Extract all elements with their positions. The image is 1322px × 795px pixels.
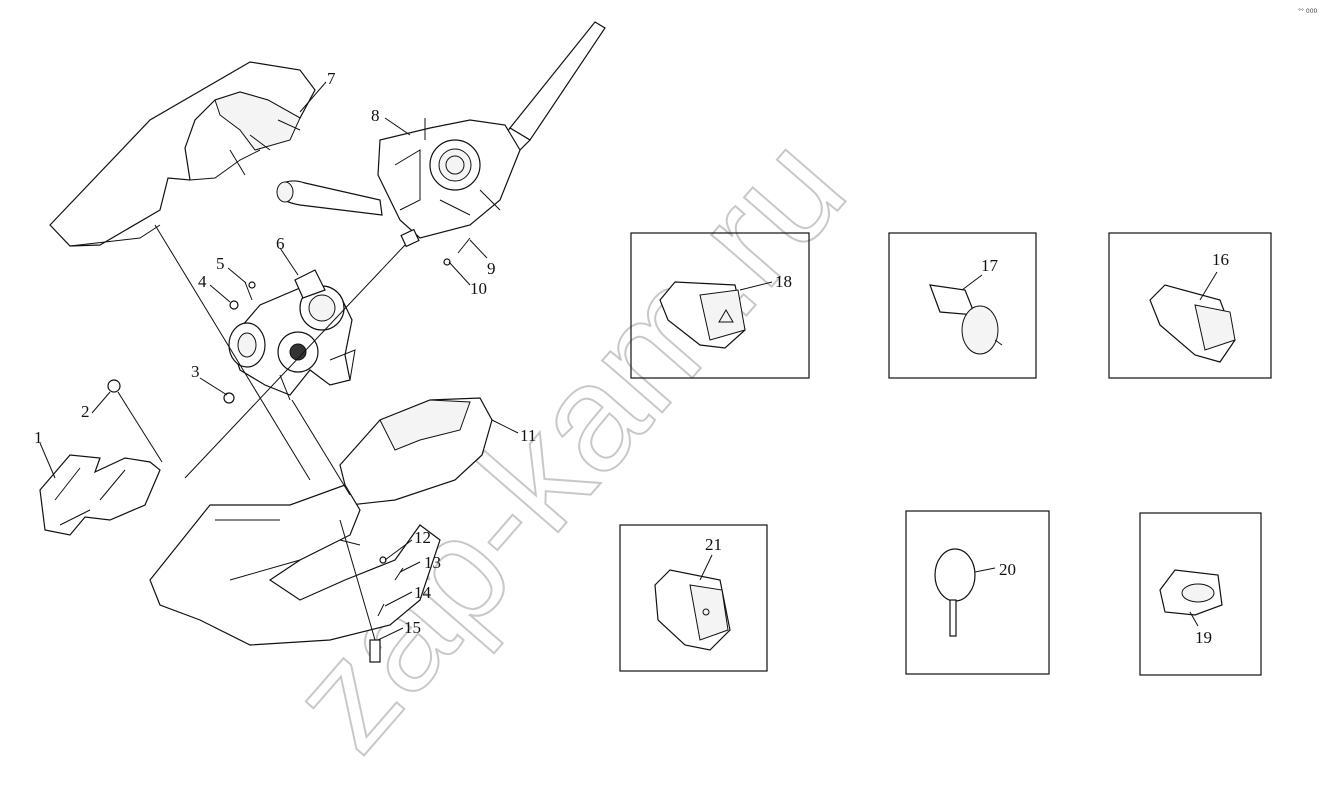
- inset-17-sensor: [888, 232, 1037, 379]
- part-9-screw: [457, 237, 471, 254]
- callout-2: 2: [81, 402, 90, 421]
- part-14-screw: [377, 603, 385, 617]
- inset-20-cable-tie: [905, 510, 1050, 675]
- part-12-clip: [379, 556, 387, 564]
- callout-10: 10: [470, 279, 487, 298]
- part-3-nut: [223, 392, 235, 404]
- part-11-lower-shroud: [149, 397, 493, 646]
- callout-17: 17: [981, 256, 999, 275]
- callout-18: 18: [775, 272, 792, 291]
- part-15-bolt: [369, 639, 381, 663]
- corner-mark: °° 000: [1298, 8, 1318, 15]
- leader-lines: [39, 81, 519, 641]
- callout-3: 3: [191, 362, 200, 381]
- part-8-combination-switch: [377, 21, 606, 248]
- callout-1: 1: [34, 428, 43, 447]
- part-13-screw: [394, 567, 404, 581]
- inset-18-hazard-switch: [630, 232, 810, 379]
- wiper-stalk: [276, 180, 383, 216]
- callouts: 1 2 3 4 5 6 7 8 9 10 11 12 13 14 15 16 1…: [34, 69, 1229, 647]
- callout-20: 20: [999, 560, 1016, 579]
- inset-16-switch: [1108, 232, 1272, 379]
- callout-13: 13: [424, 553, 441, 572]
- part-7-upper-shroud: [49, 61, 316, 247]
- callout-21: 21: [705, 535, 722, 554]
- part-6-lock-housing: [228, 269, 356, 401]
- callout-6: 6: [276, 234, 285, 253]
- callout-14: 14: [414, 583, 432, 602]
- callout-16: 16: [1212, 250, 1229, 269]
- callout-4: 4: [198, 272, 207, 291]
- part-5-screw: [244, 281, 256, 301]
- part-1-bracket: [39, 454, 161, 536]
- callout-19: 19: [1195, 628, 1212, 647]
- inset-21-switch: [619, 524, 768, 672]
- callout-15: 15: [404, 618, 421, 637]
- callout-5: 5: [216, 254, 225, 273]
- callout-7: 7: [327, 69, 336, 88]
- callout-8: 8: [371, 106, 380, 125]
- part-4-washer: [229, 300, 239, 310]
- inset-19-switch: [1139, 512, 1262, 676]
- callout-12: 12: [414, 528, 431, 547]
- part-2-screw: [107, 379, 129, 409]
- part-10-washer: [443, 258, 451, 266]
- callout-11: 11: [520, 426, 536, 445]
- callout-9: 9: [487, 259, 496, 278]
